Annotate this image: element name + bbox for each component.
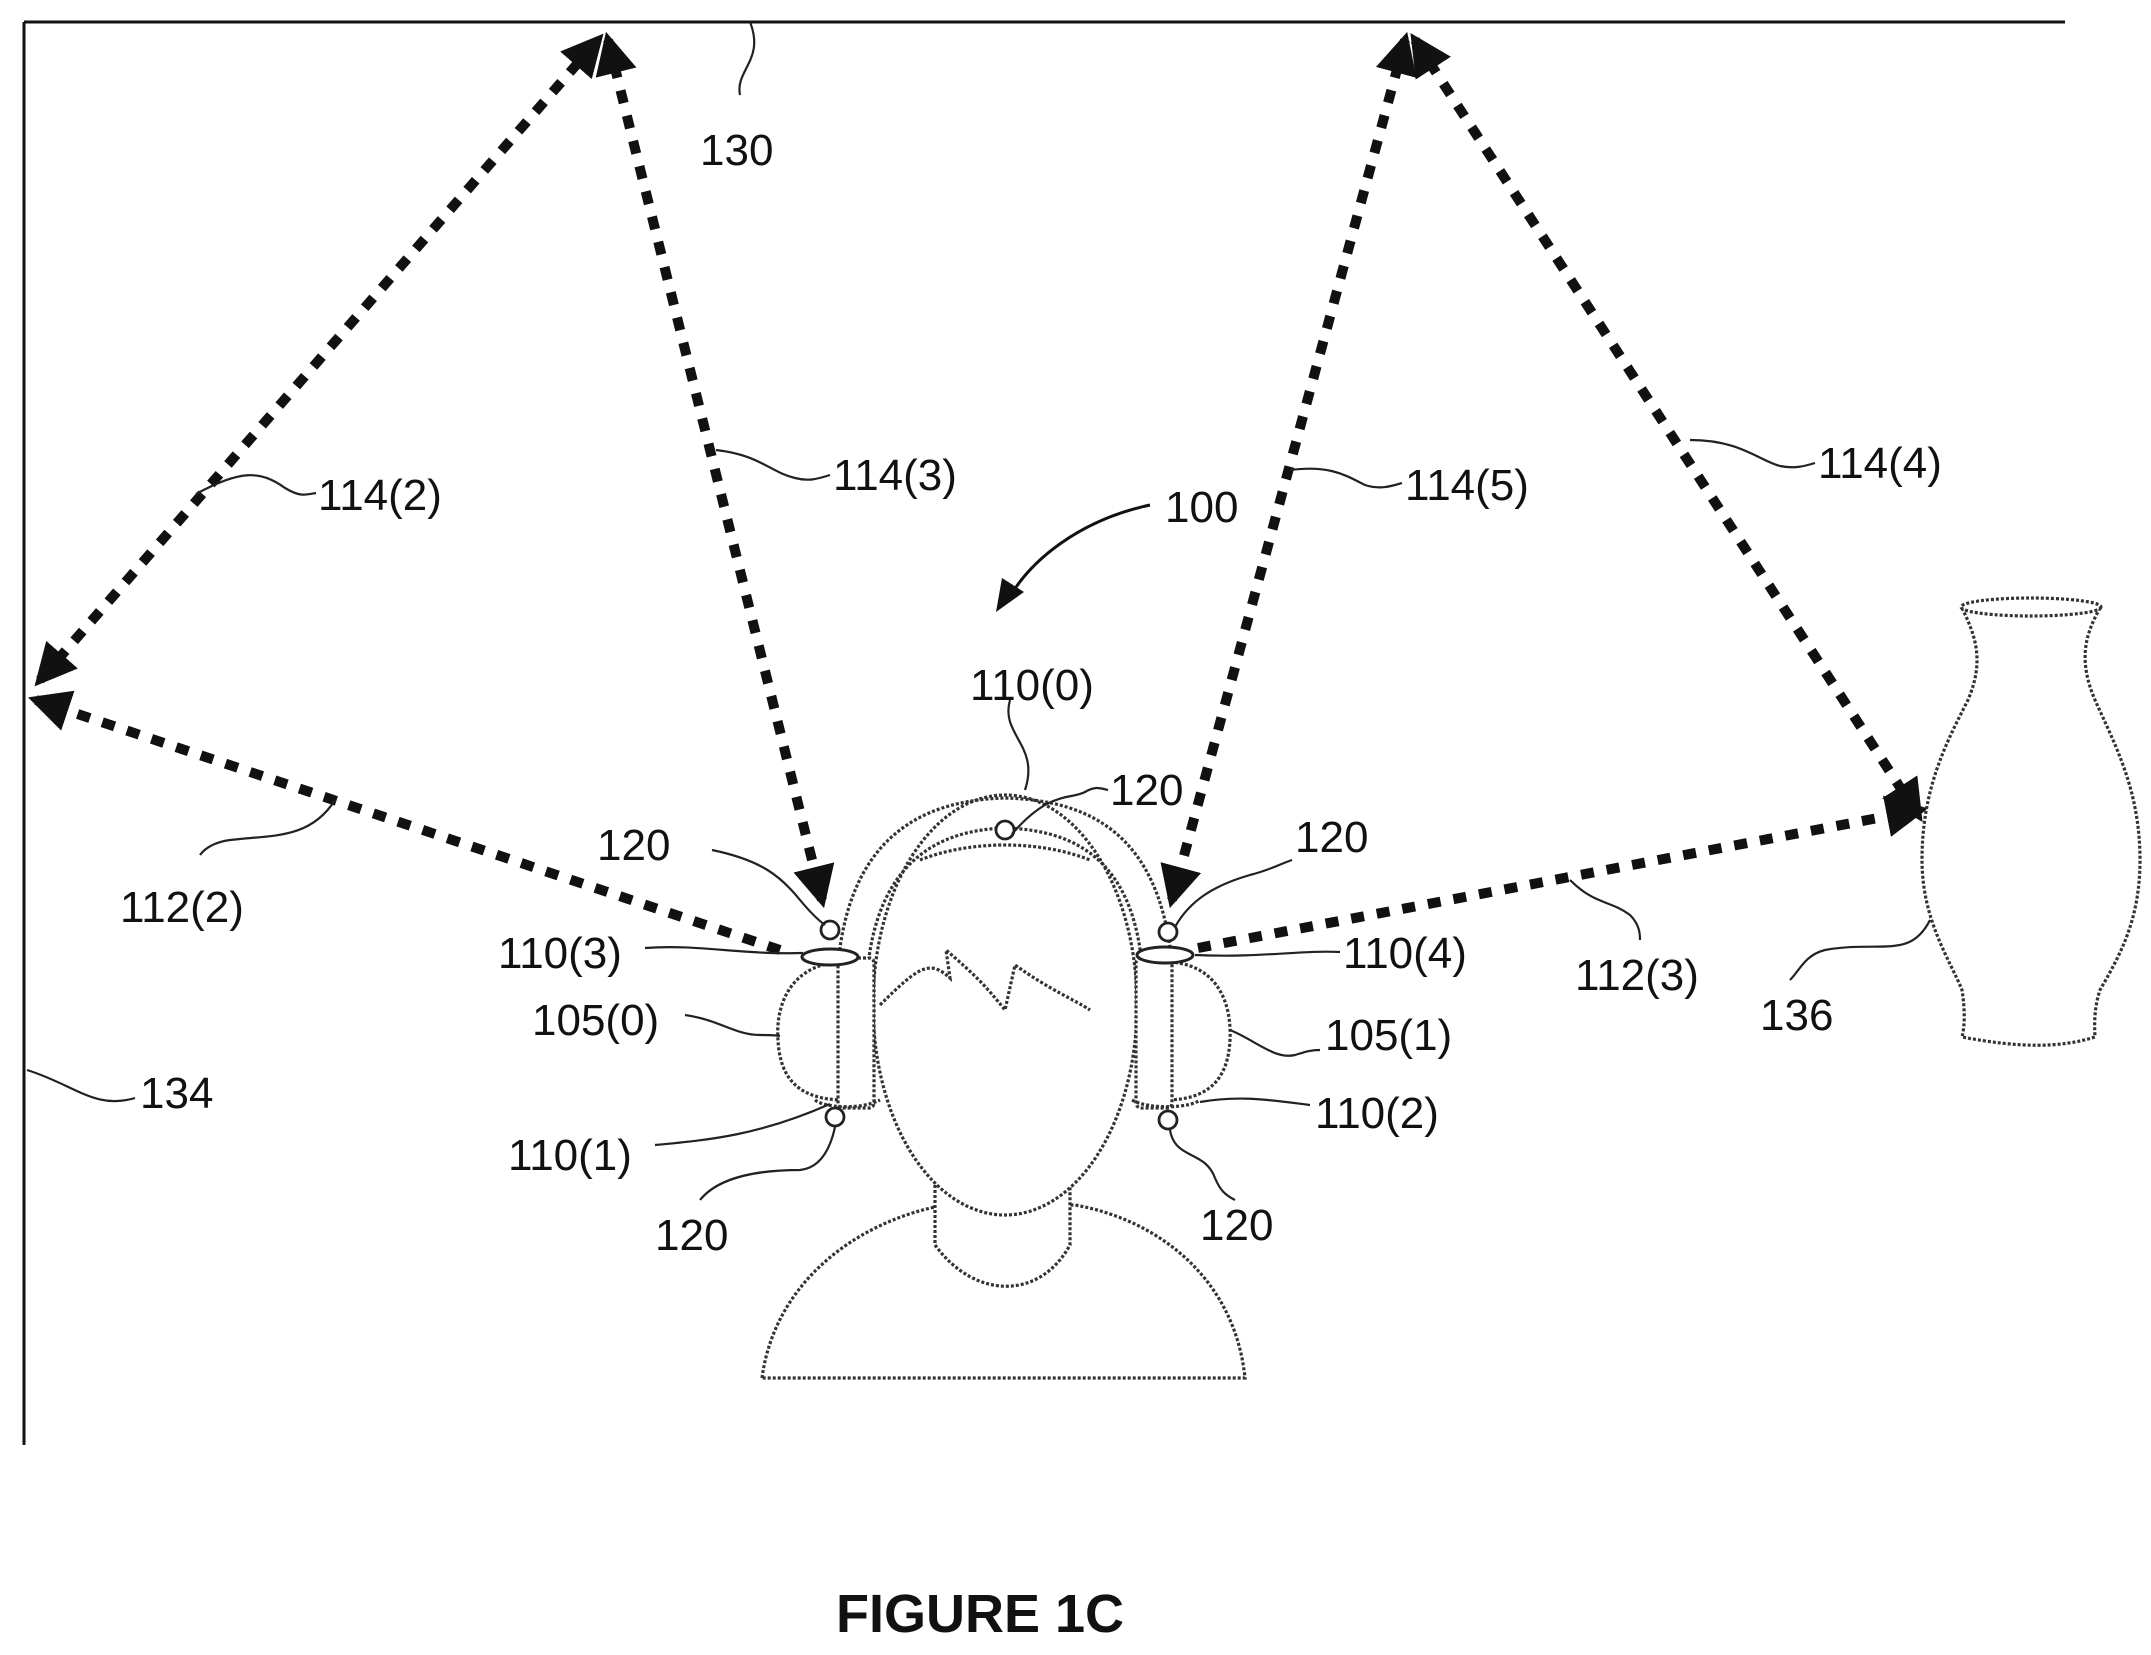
- ray-114-5: [1160, 31, 1417, 909]
- leader-110-4: [1194, 950, 1341, 957]
- label-110-1: 110(1): [508, 1131, 632, 1180]
- head: [871, 793, 1139, 1217]
- label-105-0: 105(0): [532, 996, 659, 1045]
- leader-136: [1789, 919, 1931, 981]
- speaker-left-top: [800, 947, 860, 967]
- headband-strap: [919, 843, 1091, 862]
- user-with-headset: [760, 793, 1247, 1380]
- vase: [1920, 596, 2142, 1047]
- label-130: 130: [700, 126, 773, 175]
- leader-110-0: [1007, 699, 1030, 791]
- leader-120-left-top: [711, 848, 826, 926]
- label-112-2: 112(2): [120, 883, 244, 932]
- mic-top: [994, 819, 1016, 841]
- leader-114-3: [715, 448, 831, 481]
- leader-120-right-bottom: [1168, 1129, 1236, 1201]
- mic-right-top: [1157, 921, 1179, 943]
- label-114-5: 114(5): [1405, 461, 1529, 510]
- label-110-4: 110(4): [1343, 929, 1467, 978]
- earcup-right: [1163, 960, 1232, 1102]
- leader-114-5: [1289, 467, 1403, 489]
- sensor-band-left-bottom: [814, 1098, 881, 1109]
- label-120-left-bottom: 120: [655, 1211, 728, 1260]
- leader-134: [26, 1068, 136, 1103]
- leader-112-2: [199, 799, 336, 856]
- label-134: 134: [140, 1069, 213, 1118]
- sensor-band-right-bottom: [1131, 1098, 1201, 1109]
- mic-left-top: [819, 919, 841, 941]
- leader-110-3: [644, 946, 804, 955]
- label-120-right-top: 120: [1295, 813, 1368, 862]
- system-pointer-arrowhead: [996, 578, 1024, 612]
- leader-114-2: [195, 474, 317, 496]
- leader-120-left-bottom: [699, 1126, 837, 1201]
- earcup-right-band: [1134, 956, 1174, 1110]
- earcup-left: [776, 960, 847, 1102]
- leader-110-2: [1199, 1097, 1311, 1107]
- ray-114-2: [34, 33, 604, 687]
- label-114-4: 114(4): [1818, 439, 1942, 488]
- label-110-2: 110(2): [1315, 1089, 1439, 1138]
- leader-110-1: [654, 1102, 831, 1147]
- label-100: 100: [1165, 483, 1238, 532]
- label-105-1: 105(1): [1325, 1011, 1452, 1060]
- ray-112-2: [28, 690, 782, 955]
- mic-left-bottom: [824, 1106, 846, 1128]
- label-136: 136: [1760, 991, 1833, 1040]
- hair-tuft: [878, 946, 1091, 1014]
- earcup-left-band: [836, 956, 876, 1110]
- speaker-right-top: [1135, 945, 1195, 965]
- mic-right-bottom: [1157, 1109, 1179, 1131]
- leader-120-top: [1011, 786, 1109, 835]
- leader-130: [738, 21, 756, 96]
- vase-body: [1920, 607, 2142, 1047]
- system-pointer-arrow: [1006, 503, 1151, 601]
- leader-105-0: [684, 1013, 781, 1038]
- leader-105-1: [1229, 1028, 1321, 1057]
- torso: [760, 1203, 1247, 1380]
- vase-rim: [1959, 596, 2103, 618]
- label-110-3: 110(3): [498, 929, 622, 978]
- figure-caption: FIGURE 1C: [836, 1584, 1124, 1644]
- leader-112-3: [1569, 879, 1642, 941]
- leader-114-4: [1689, 438, 1816, 469]
- leader-120-right-top: [1174, 858, 1293, 928]
- label-112-3: 112(3): [1575, 951, 1699, 1000]
- label-114-3: 114(3): [833, 451, 957, 500]
- label-110-0: 110(0): [970, 661, 1094, 710]
- label-114-2: 114(2): [318, 471, 442, 520]
- ray-112-3: [1197, 795, 1929, 953]
- label-120-right-bottom: 120: [1200, 1201, 1273, 1250]
- ray-114-3: [595, 31, 835, 909]
- label-120-left-top: 120: [597, 821, 670, 870]
- ray-114-4: [1410, 32, 1923, 823]
- label-120-top: 120: [1110, 766, 1183, 815]
- headband-outer: [836, 796, 1174, 966]
